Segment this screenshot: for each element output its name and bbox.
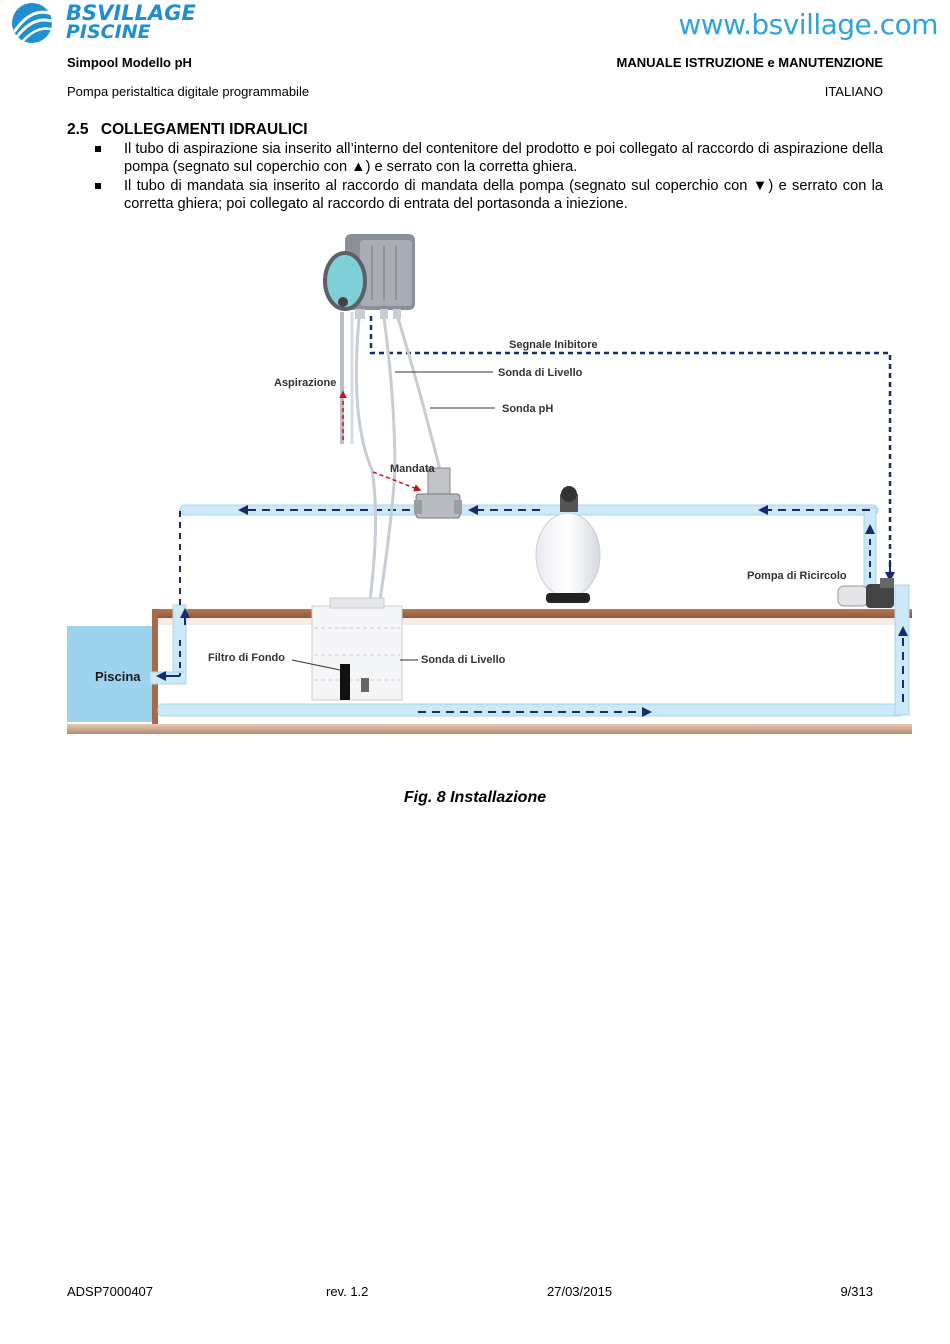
label-delivery: Mandata xyxy=(390,463,436,475)
footer-date: 27/03/2015 xyxy=(547,1284,613,1299)
pool-label: Piscina xyxy=(95,669,141,684)
installation-diagram: Piscina xyxy=(67,234,912,734)
bullet-text-1: Il tubo di aspirazione sia inserito all’… xyxy=(124,141,883,175)
recirculation-pump xyxy=(837,578,894,608)
section-heading: 2.5 COLLEGAMENTI IDRAULICI xyxy=(67,121,308,139)
label-level-probe-bottom: Sonda di Livello xyxy=(421,654,506,666)
manual-title: MANUALE ISTRUZIONE e MANUTENZIONE xyxy=(616,55,884,70)
pool-body xyxy=(67,626,153,722)
signal-inhibitor-line xyxy=(369,316,892,578)
label-signal-inhibitor: Segnale Inibitore xyxy=(509,339,598,351)
bullet-icon xyxy=(95,183,101,189)
list-item: Il tubo di aspirazione sia inserito all’… xyxy=(95,140,883,176)
pool-wall xyxy=(152,609,158,724)
bullet-icon xyxy=(95,146,101,152)
sand-filter xyxy=(535,486,601,603)
return-pipe-right xyxy=(894,584,910,716)
label-suction: Aspirazione xyxy=(274,377,336,389)
dosing-pump xyxy=(323,234,415,319)
logo-line2: PISCINE xyxy=(66,21,151,43)
brand-logo: BSVILLAGE PISCINE xyxy=(4,2,204,44)
return-pipe-bottom xyxy=(157,703,904,717)
chemical-tank xyxy=(311,597,403,701)
delivery-tube xyxy=(354,317,378,686)
level-probe-cable xyxy=(378,317,397,601)
list-item: Il tubo di mandata sia inserito al racco… xyxy=(95,177,883,213)
ph-probe-cable xyxy=(396,317,442,471)
ground-floor xyxy=(67,724,912,734)
logo-swirl-icon xyxy=(12,3,55,43)
soil-band xyxy=(158,618,898,625)
product-model: Simpool Modello pH xyxy=(67,55,192,70)
section-title: COLLEGAMENTI IDRAULICI xyxy=(100,121,308,138)
section-number: 2.5 xyxy=(67,121,89,138)
probe-holder xyxy=(414,467,462,519)
figure-caption: Fig. 8 Installazione xyxy=(403,789,547,806)
footer-doc-code: ADSP7000407 xyxy=(67,1284,154,1299)
main-pipe xyxy=(179,504,879,516)
logo-line1: BSVILLAGE xyxy=(66,1,196,25)
delivery-arrow xyxy=(372,471,422,492)
footer-revision: rev. 1.2 xyxy=(326,1284,369,1299)
website-url[interactable]: www.bsvillage.com xyxy=(678,8,938,41)
product-description: Pompa peristaltica digitale programmabil… xyxy=(67,84,310,99)
label-recirculation-pump: Pompa di Ricircolo xyxy=(747,570,847,582)
ground-line xyxy=(152,609,912,618)
bullet-text-2: Il tubo di mandata sia inserito al racco… xyxy=(124,178,883,212)
label-ph-probe: Sonda pH xyxy=(502,403,553,415)
label-bottom-filter: Filtro di Fondo xyxy=(208,652,285,664)
leader-line xyxy=(291,659,341,671)
label-level-probe-top: Sonda di Livello xyxy=(498,367,583,379)
language-label: ITALIANO xyxy=(824,84,883,99)
footer-page-number: 9/313 xyxy=(840,1284,873,1299)
